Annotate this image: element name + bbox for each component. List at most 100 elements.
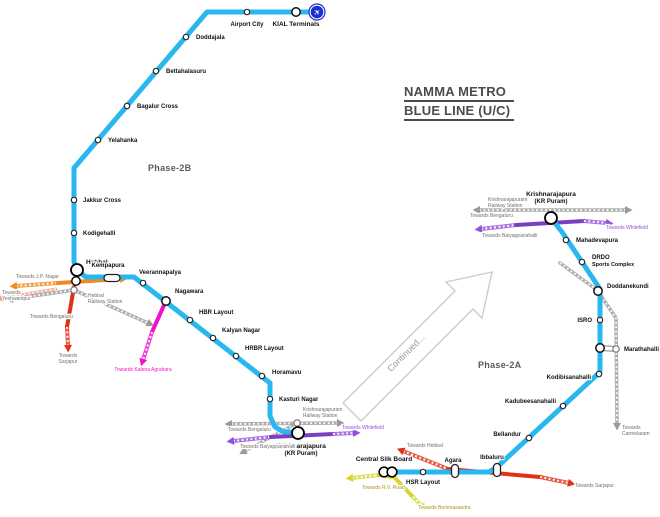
small-label-hebbal: Hebbal [88, 293, 104, 299]
red-line-hebbal-ext-stripes [66, 326, 69, 347]
station-krishnarajapura [544, 211, 558, 225]
station-airport-city [243, 8, 251, 16]
purple-line-east-a-arrowhead [474, 224, 483, 233]
blue-line-north [71, 9, 311, 435]
station-label-krishnarajapura: Krishnarajapura [526, 191, 576, 198]
station-label-kempapura: Kempapura [91, 263, 125, 269]
station-label-yelahanka: Yelahanka [108, 138, 138, 144]
station-label-central-silk-board: Central Silk Board [356, 456, 412, 463]
map-title: NAMMA METRO BLUE LINE (U/C) [404, 85, 514, 123]
purple-line-east-c [582, 219, 609, 225]
station-hsr-layout [419, 468, 427, 476]
purple-line-east-a-stripes [480, 224, 517, 230]
station-kodigehalli [70, 229, 78, 237]
station-kadubeesanahalli [559, 402, 567, 410]
station-nagawara [161, 296, 171, 306]
small-label-towards-whitefield: Towards Whitefield [606, 225, 648, 231]
station-hebbal [70, 263, 84, 277]
station-label-ibbaluru: Ibbaluru [480, 455, 504, 461]
orange-line-west-arrowhead [9, 281, 18, 290]
small-label-towards-whitefield: Towards Whitefield [342, 425, 384, 431]
railway-krpuram-west-stripes [230, 422, 339, 425]
station-bettahalasuru [152, 67, 160, 75]
yellow-line-ext-arrowhead [418, 502, 427, 511]
railway-hebbal-arrowhead [145, 318, 154, 327]
station-doddanekundi [593, 286, 603, 296]
small-label-towards-baiyappanahalli: Towards Baiyappanahalli [482, 233, 537, 239]
station-label-bellandur: Bellandur [493, 432, 521, 438]
railway-krpuram-west-arrowhead [336, 419, 345, 428]
station-label-hebbal: Hebbal [86, 259, 108, 266]
station-label-bettahalasuru: Bettahalasuru [166, 69, 206, 75]
station-kalyan-nagar [209, 334, 217, 342]
phase-2b-label: Phase-2B [148, 163, 192, 173]
yellow-line-ext [411, 495, 424, 508]
station-label-doddanekundi: Doddanekundi [607, 284, 649, 290]
station-label-airport-city: Airport City [231, 22, 265, 28]
station-station-marker [70, 286, 78, 294]
small-label-towards-kalena-agrahara: Towards Kalena Agrahara [114, 367, 171, 373]
small-label-towards: Towards [2, 290, 21, 296]
station-krishnarajapura [291, 426, 305, 440]
station-label-kodibisanahalli: Kodibisanahalli [547, 375, 592, 381]
station-label-mahadevapura: Mahadevapura [576, 238, 619, 244]
small-label-towards-baiyappanahalli: Towards Baiyappanahalli [240, 444, 295, 450]
small-label-towards-sarjapur: Towards Sarjapur [575, 483, 614, 489]
station-station-marker [612, 345, 620, 353]
airplane-icon: ✈ [312, 7, 323, 18]
station-label-nagawara: Nagawara [175, 289, 204, 295]
railway-orr-arrowhead [612, 422, 621, 431]
station-label-kadubeesanahalli: Kadubeesanahalli [505, 399, 556, 405]
red-line-south-west-arrowhead [396, 447, 406, 456]
station-bellandur [525, 434, 533, 442]
station-yelahanka [94, 136, 102, 144]
station-label-kalyan-nagar: Kalyan Nagar [222, 328, 261, 334]
station-agara [450, 463, 460, 479]
pink-line-ext-arrowhead [139, 357, 148, 367]
railway-krpuram-branch-stripes [244, 423, 296, 452]
railway-orr-stripes [559, 262, 618, 425]
red-line-hebbal-ext-arrowhead [63, 344, 72, 353]
purple-line-east-c-stripes [583, 220, 608, 224]
railway-krpuram-west-arrowhead [224, 419, 233, 428]
small-label-towards-bommasandra: Towards Bommasandra [418, 505, 471, 511]
station-doddajala [182, 33, 190, 41]
station-label-doddajala: Doddajala [196, 35, 225, 41]
station-horamavu [258, 372, 266, 380]
small-label-towards-r-v-road: Towards R.V. Road [362, 485, 405, 491]
small-label-towards-hebbal: Towards Hebbal [407, 443, 443, 449]
station-ibbaluru [492, 462, 502, 478]
station-label2-krishnarajapura: (KR Puram) [534, 199, 567, 205]
station-label-hsr-layout: HSR Layout [406, 480, 440, 486]
salmon-branch-arrowhead [0, 293, 4, 302]
station-bagalur-cross [123, 102, 131, 110]
small-label-towards-bengaluru: Towards Bengaluru [470, 213, 513, 219]
station-veerannapalya [139, 279, 147, 287]
station-isro [596, 316, 604, 324]
purple-line-west-a-arrowhead [226, 436, 235, 445]
station-label-jakkur-cross: Jakkur Cross [83, 198, 122, 204]
small-label-towards: Towards [622, 425, 641, 431]
station-label-marathahalli: Marathahalli [624, 347, 659, 353]
small-label-sarjapur: Sarjapur [59, 359, 78, 365]
station-label2-drdo: Sports Complex [592, 262, 635, 268]
salmon-branch-stripes [1, 288, 57, 299]
railway-krpuram-east-arrowhead [625, 206, 633, 214]
station-label-veerannapalya: Veerannapalya [139, 270, 182, 276]
red-line-south-east-arrowhead [567, 478, 576, 487]
small-label-krishnarajapuram: Krishnarajapuram [303, 407, 342, 413]
station-label2-krishnarajapura: (KR Puram) [284, 451, 317, 457]
purple-line-east-c-arrowhead [605, 218, 614, 227]
yellow-line-west-arrowhead [345, 473, 354, 482]
purple-line-west-a-stripes [232, 436, 272, 442]
station-label-hrbr-layout: HRBR Layout [245, 346, 284, 352]
railway-krpuram-east-arrowhead [472, 206, 480, 214]
pink-line [150, 301, 167, 334]
continued-arrow [342, 271, 493, 422]
station-station-marker [293, 419, 301, 427]
station-hbr-layout [186, 316, 194, 324]
orange-line-west [14, 281, 60, 288]
station-label-krishnarajapura: Krishnarajapura [276, 443, 326, 450]
